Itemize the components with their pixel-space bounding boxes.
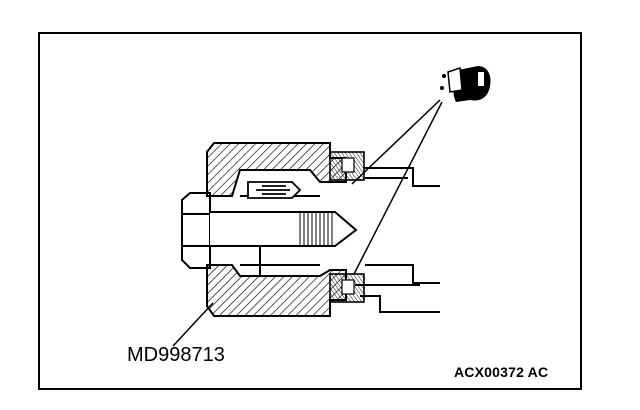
tool-body-lower-wall <box>206 264 347 317</box>
shaft-housing <box>355 167 440 313</box>
oil-seal-upper <box>329 151 365 181</box>
pin-slot <box>247 181 302 199</box>
part-number-label: MD998713 <box>127 344 225 366</box>
threaded-rod <box>210 211 358 247</box>
grease-leader-lines <box>351 99 443 275</box>
bolt-head <box>181 192 211 269</box>
diagram-frame <box>38 32 582 390</box>
grease-application-icon <box>440 66 491 102</box>
oil-seal-lower <box>329 273 365 303</box>
part-label-leader <box>172 302 214 347</box>
figure-code: ACX00372 AC <box>454 364 549 380</box>
